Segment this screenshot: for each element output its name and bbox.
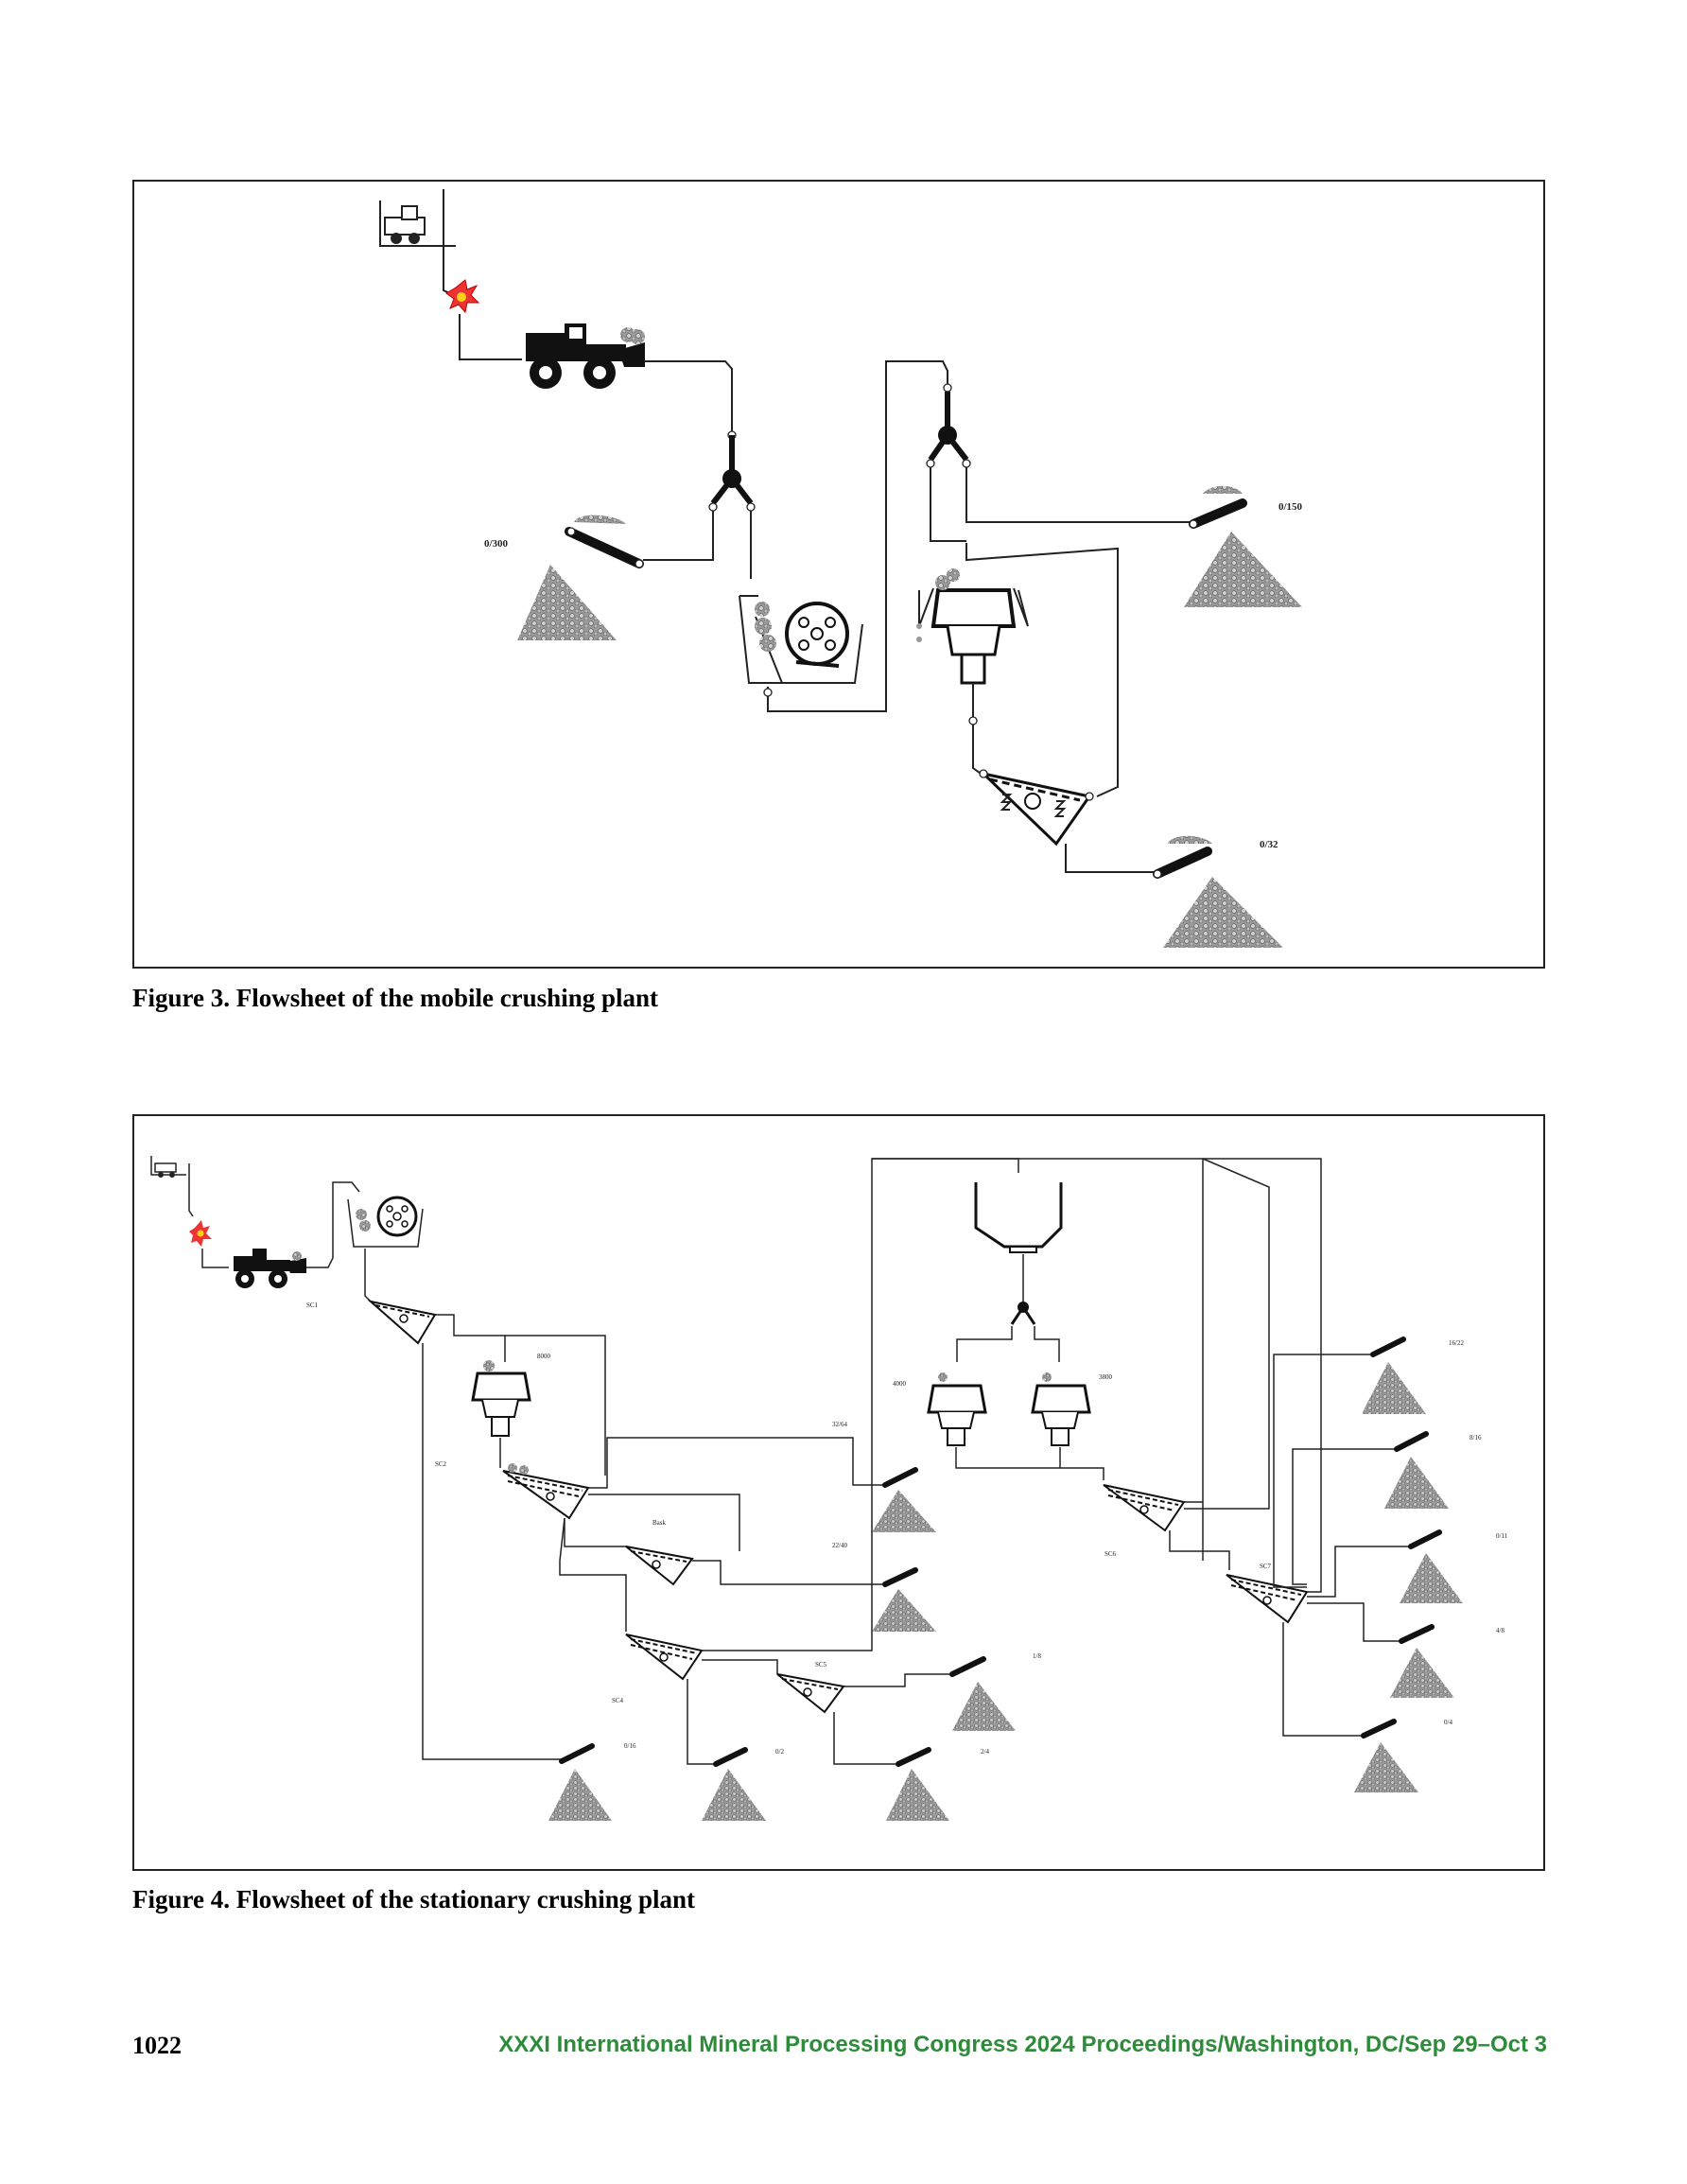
stockpile-16-22 xyxy=(1362,1337,1426,1414)
vibrating-screen-icon xyxy=(979,769,1094,847)
stockpile-2-4 xyxy=(886,1747,949,1821)
stockpile-32-64 xyxy=(872,1467,936,1532)
label-0-300: 0/300 xyxy=(484,538,509,550)
stockpile-0-150 xyxy=(1184,485,1302,607)
stockpile-0-11 xyxy=(1400,1529,1463,1603)
label-sc7: SC7 xyxy=(1260,1563,1272,1570)
label-0-2: 0/2 xyxy=(775,1748,784,1756)
stationary-crushing-flowsheet: SC1 8000 SC2 32/ xyxy=(150,1156,1508,1821)
label-32-64: 32/64 xyxy=(832,1421,847,1428)
stockpile-0-32 xyxy=(1153,835,1283,948)
label-crusher-4000: 4000 xyxy=(893,1380,907,1388)
screen-splitter-icon xyxy=(926,392,971,468)
cone-crusher-8000 xyxy=(453,1329,531,1437)
label-sc3: Bask xyxy=(652,1519,667,1527)
jaw-crusher-icon xyxy=(739,595,863,684)
label-16-22: 16/22 xyxy=(1449,1339,1464,1347)
label-0-150: 0/150 xyxy=(1278,501,1303,513)
quarry-face-icon xyxy=(150,1156,194,1217)
quarry-face-icon xyxy=(379,189,456,296)
cone-crusher-icon xyxy=(916,543,1119,797)
label-crusher-8000: 8000 xyxy=(537,1353,551,1360)
vibrating-screen-sc4 xyxy=(625,1634,704,1681)
figure-3-caption: Figure 3. Flowsheet of the mobile crushi… xyxy=(132,984,658,1012)
blast-icon xyxy=(445,279,480,314)
wheel-loader-icon xyxy=(526,323,645,389)
screen-splitter-icon xyxy=(708,435,756,512)
stockpile-0-4 xyxy=(1354,1719,1418,1792)
mobile-crushing-flowsheet: 0/300 xyxy=(379,189,1303,948)
vibrating-screen-sc7 xyxy=(1226,1574,1309,1624)
vibrating-screen-sc2 xyxy=(502,1463,590,1520)
page-number: 1022 xyxy=(132,2032,182,2059)
wheel-loader-icon xyxy=(234,1249,306,1288)
stockpile-22-40 xyxy=(872,1567,936,1632)
jaw-crusher-icon xyxy=(347,1196,424,1248)
label-sc5: SC5 xyxy=(815,1661,827,1669)
label-0-16: 0/16 xyxy=(624,1742,636,1750)
label-1-8: 1/8 xyxy=(1033,1652,1041,1660)
stockpile-8-16 xyxy=(1384,1431,1449,1509)
label-sc6: SC6 xyxy=(1104,1550,1117,1558)
cone-crusher-4000 xyxy=(927,1372,987,1446)
label-0-4: 0/4 xyxy=(1444,1719,1452,1726)
figure-3-diagram: 0/300 xyxy=(132,180,1545,969)
cone-crusher-3800 xyxy=(1031,1372,1091,1446)
vibrating-screen-sc1 xyxy=(367,1300,437,1345)
stockpile-0-300 xyxy=(517,515,644,640)
label-0-32: 0/32 xyxy=(1260,839,1278,850)
blast-icon xyxy=(189,1220,212,1247)
vibrating-screen-sc6 xyxy=(1103,1484,1186,1532)
label-sc2: SC2 xyxy=(435,1460,447,1468)
label-crusher-3800: 3800 xyxy=(1099,1373,1113,1381)
proceedings-title: XXXI International Mineral Processing Co… xyxy=(498,2032,1547,2057)
label-sc4: SC4 xyxy=(612,1697,624,1704)
label-2-4: 2/4 xyxy=(981,1748,989,1756)
label-4-8: 4/8 xyxy=(1496,1627,1504,1634)
label-22-40: 22/40 xyxy=(832,1542,847,1549)
stockpile-0-2 xyxy=(702,1747,766,1821)
stockpile-1-8 xyxy=(949,1656,1016,1731)
stockpile-0-16 xyxy=(548,1743,612,1821)
figure-4-caption: Figure 4. Flowsheet of the stationary cr… xyxy=(132,1885,695,1913)
stockpile-4-8 xyxy=(1390,1624,1454,1698)
screen-splitter-icon xyxy=(1010,1302,1036,1325)
vibrating-screen-sc3 xyxy=(625,1546,694,1586)
label-8-16: 8/16 xyxy=(1470,1434,1482,1441)
label-0-11: 0/11 xyxy=(1496,1532,1508,1540)
vibrating-screen-sc5 xyxy=(776,1673,845,1714)
figure-4-diagram: SC1 8000 SC2 32/ xyxy=(132,1114,1545,1871)
label-sc1: SC1 xyxy=(306,1302,319,1309)
